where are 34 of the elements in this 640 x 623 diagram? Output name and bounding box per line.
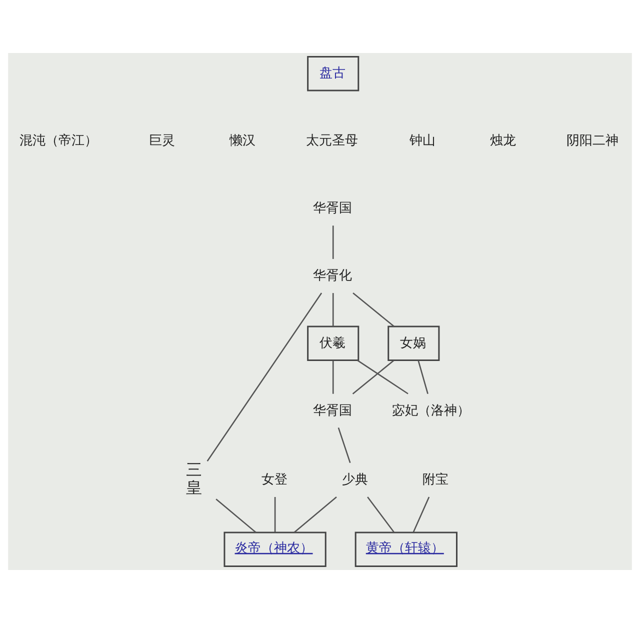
connector [332,360,334,394]
connector [206,292,322,462]
node-text: 三皇 [186,460,202,497]
node-box: 女娲 [388,326,440,361]
node-text: 宓妃（洛神） [392,403,470,418]
node-text: 华胥化 [312,268,352,284]
connector [332,293,334,326]
node-text: 女登 [261,472,288,488]
connector [216,498,256,533]
node-text: 华胥国 [312,403,352,418]
connector [367,496,394,533]
label: 阴阳二神 [566,134,618,149]
label: 懒汉 [230,134,256,149]
connector [332,226,334,259]
label: 太元圣母 [306,134,358,149]
label: 钟山 [409,134,436,149]
connector [352,292,394,327]
connector [357,360,408,394]
connector [412,496,430,532]
node-text: 少典 [342,472,368,488]
node-box: 盘古 [307,56,360,92]
label: 烛龙 [490,134,516,149]
node-box: 伏羲 [307,326,360,361]
connector [294,496,337,533]
connector [352,360,394,394]
node-box: 炎帝（神农） [224,532,326,567]
node-text: 华胥国 [312,200,352,216]
node-text: 附宝 [422,472,449,488]
connector [338,427,351,464]
label: 混沌（帝江） [19,134,98,149]
connector [418,360,428,394]
connector [274,497,276,532]
node-box: 黄帝（轩辕） [354,532,458,567]
label: 巨灵 [149,134,176,149]
